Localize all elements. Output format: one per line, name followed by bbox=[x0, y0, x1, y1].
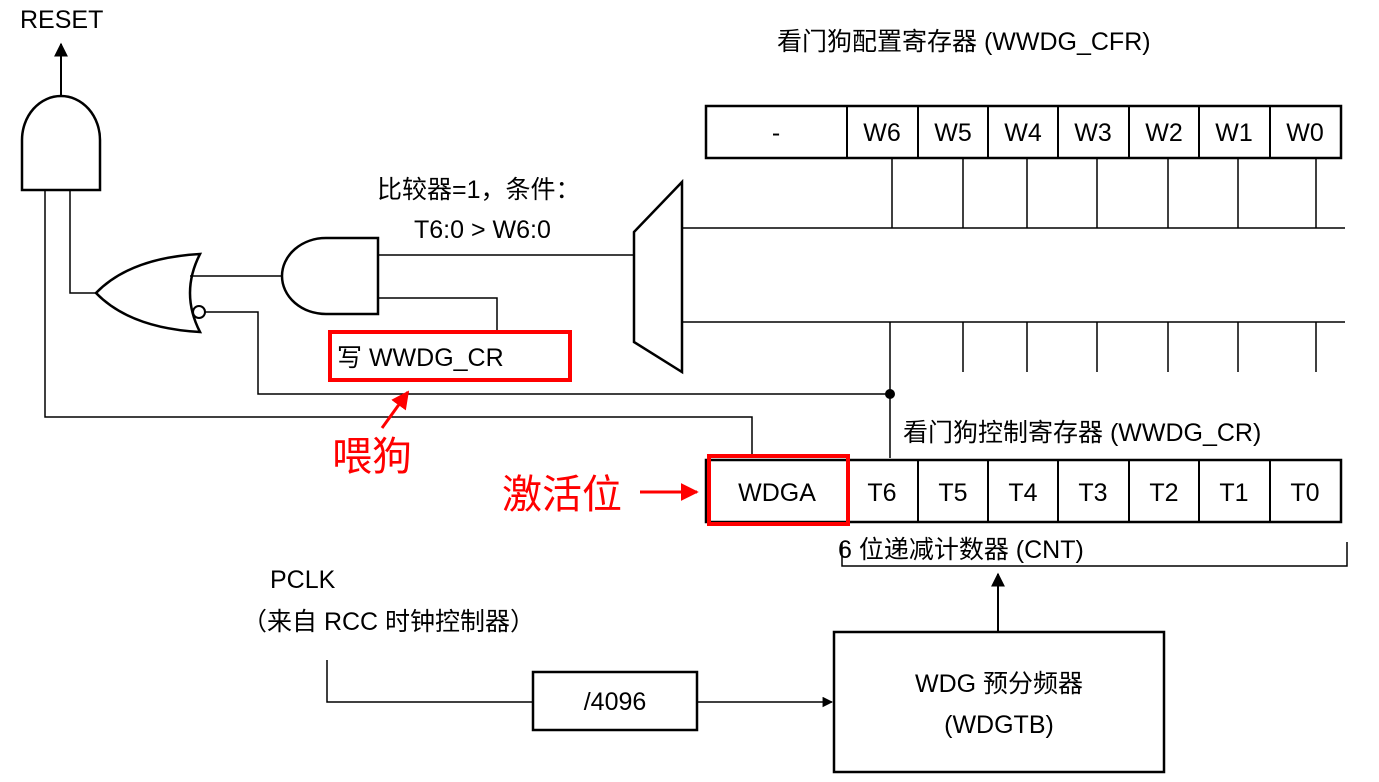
cfr-cell-w3: W3 bbox=[1074, 119, 1112, 147]
cfr-cell-w6: W6 bbox=[863, 119, 901, 147]
comparator-label-line1: 比较器=1，条件： bbox=[377, 176, 581, 204]
cfr-cell-w2: W2 bbox=[1145, 119, 1183, 147]
cfr-cell-w4: W4 bbox=[1004, 119, 1042, 147]
feed-dog-arrow bbox=[380, 390, 410, 429]
pclk-wire bbox=[326, 660, 533, 703]
cr-cell-t2: T2 bbox=[1149, 479, 1178, 507]
prescaler-label-line1: WDG 预分频器 bbox=[915, 670, 1083, 698]
activate-label: 激活位 bbox=[502, 473, 622, 517]
feed-dog-label: 喂狗 bbox=[332, 435, 412, 479]
cr-register: WDGA T6 T5 T4 T3 T2 T1 T0 bbox=[704, 454, 1343, 526]
cr-title: 看门狗控制寄存器 (WWDG_CR) bbox=[903, 419, 1261, 447]
cr-cell-t0: T0 bbox=[1290, 479, 1319, 507]
pclk-label: PCLK bbox=[270, 566, 336, 594]
cfr-register: - W6 W5 W4 W3 W2 W1 W0 bbox=[704, 104, 1343, 160]
wdga-wire bbox=[44, 190, 753, 458]
or-output-wire bbox=[69, 190, 96, 294]
t6-junction-dot bbox=[885, 389, 895, 399]
reset-and-gate bbox=[20, 94, 102, 192]
cr-bit-lines bbox=[962, 322, 1317, 372]
cr-cell-t1: T1 bbox=[1219, 479, 1248, 507]
divider-box bbox=[531, 670, 699, 732]
cr-cell-wdga: WDGA bbox=[738, 479, 816, 507]
cfr-cell-w1: W1 bbox=[1215, 119, 1253, 147]
counter-label: 6 位递减计数器 (CNT) bbox=[838, 536, 1084, 564]
comparator-label-line2: T6:0 > W6:0 bbox=[414, 216, 551, 244]
comparator bbox=[632, 178, 684, 375]
write-cr-wire bbox=[378, 297, 498, 332]
write-cr-label: 写 WWDG_CR bbox=[337, 344, 504, 372]
t6-feedback-wire bbox=[205, 311, 890, 395]
cfr-register-frame bbox=[704, 104, 1343, 160]
counter-bracket bbox=[841, 542, 1348, 567]
prescaler-label-line2: (WDGTB) bbox=[944, 711, 1054, 739]
cr-cell-t6: T6 bbox=[867, 479, 896, 507]
divider-label: /4096 bbox=[584, 688, 647, 716]
pclk-source-label: （来自 RCC 时钟控制器） bbox=[242, 608, 535, 636]
prescaler-box bbox=[832, 630, 1166, 774]
reset-label: RESET bbox=[20, 6, 103, 34]
cfr-cell-w0: W0 bbox=[1286, 119, 1324, 147]
cr-cell-t4: T4 bbox=[1008, 479, 1037, 507]
compare-and-gate bbox=[280, 236, 380, 316]
cfr-cell-reserved: - bbox=[772, 119, 780, 147]
write-cr-highlight-box bbox=[328, 330, 572, 382]
inverter-bubble bbox=[192, 305, 206, 319]
reset-or-gate bbox=[94, 252, 203, 334]
wdga-highlight-box bbox=[707, 454, 850, 526]
cfr-bit-lines bbox=[891, 158, 1317, 228]
cfr-title: 看门狗配置寄存器 (WWDG_CFR) bbox=[777, 28, 1151, 56]
cr-cell-t3: T3 bbox=[1078, 479, 1107, 507]
cr-cell-t5: T5 bbox=[938, 479, 967, 507]
cfr-cell-w5: W5 bbox=[934, 119, 972, 147]
cr-register-frame bbox=[704, 458, 1343, 524]
